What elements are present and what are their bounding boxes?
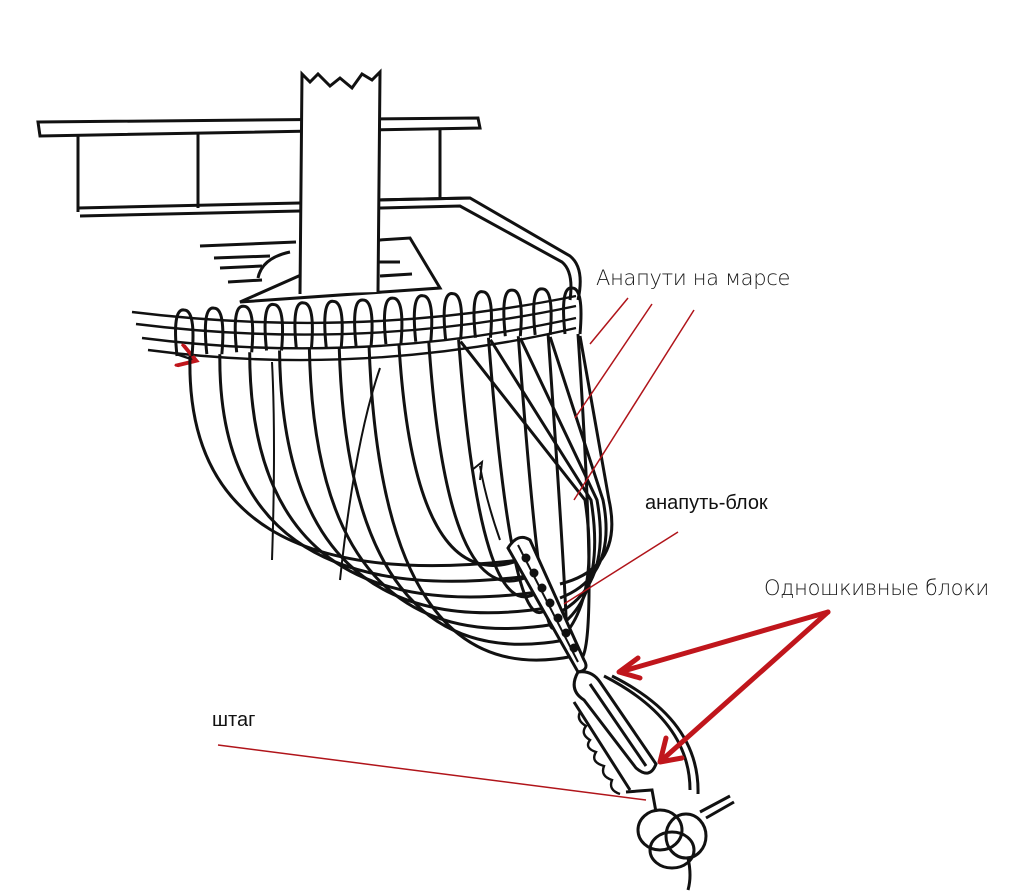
crowfoot-loop [382, 296, 404, 345]
leader-crowfoot-2 [574, 303, 653, 419]
label-crowfoot-on-top: Анапути на марсе [596, 266, 791, 290]
loose-ropes [271, 361, 501, 581]
top-platform [199, 196, 582, 304]
crowfoot-line [278, 350, 548, 615]
arrow-head-lower [657, 735, 685, 765]
leader-euphroe [563, 531, 679, 605]
block-holes [521, 553, 579, 653]
crowfoot-loop [323, 299, 344, 348]
crowfoot-loop [412, 294, 434, 342]
block-hole [537, 583, 547, 593]
crowfoot-loop [562, 286, 583, 335]
crowfoot-line [457, 339, 539, 599]
mast [298, 68, 382, 295]
crowfoot-loop [502, 288, 523, 337]
arrow-head-upper [616, 655, 643, 681]
crowfoot-loop [532, 287, 553, 336]
crowfoot-line [307, 348, 557, 630]
block-hole [521, 553, 531, 563]
crowfoot-return-line [489, 338, 597, 628]
top-railing [36, 116, 482, 218]
label-single-blocks: Одношкивные блоки [764, 576, 989, 600]
leader-stay [217, 744, 647, 801]
crowfoot-line [248, 352, 539, 599]
leader-crowfoot-1 [589, 297, 629, 345]
crowfoot-line [427, 341, 530, 583]
label-stay: штаг [212, 709, 256, 731]
leader-lines [217, 297, 695, 801]
block-hole [529, 568, 539, 578]
arrow-to-upper-block [617, 609, 831, 675]
crowfoot-loop [472, 290, 493, 338]
block-hole [561, 628, 571, 638]
block-hole [569, 643, 579, 653]
crowfoot-loop [353, 298, 374, 347]
euphroe-block [506, 535, 588, 674]
crowfoot-loop [442, 292, 464, 340]
single-blocks [572, 670, 700, 796]
crowfoot-line [367, 345, 575, 662]
crowfoot-loop [233, 304, 255, 353]
stay-knot [625, 788, 735, 891]
crowfoot-loop [174, 308, 195, 357]
arrow-to-lower-block [659, 609, 831, 763]
block-hole [545, 598, 555, 608]
crowfoot-loop [263, 303, 285, 351]
crowfoot-loop [293, 301, 314, 350]
pointer-arrows [616, 609, 831, 765]
crowfoot-return-line [559, 335, 614, 586]
label-euphroe-block: анапуть-блок [645, 492, 768, 514]
crowfoot-loop [203, 306, 225, 355]
crowfoot-line [218, 354, 530, 583]
crowfoot-line [337, 347, 566, 646]
block-hole [553, 613, 563, 623]
leader-crowfoot-3 [573, 309, 695, 501]
crowfoot-line [188, 355, 521, 568]
